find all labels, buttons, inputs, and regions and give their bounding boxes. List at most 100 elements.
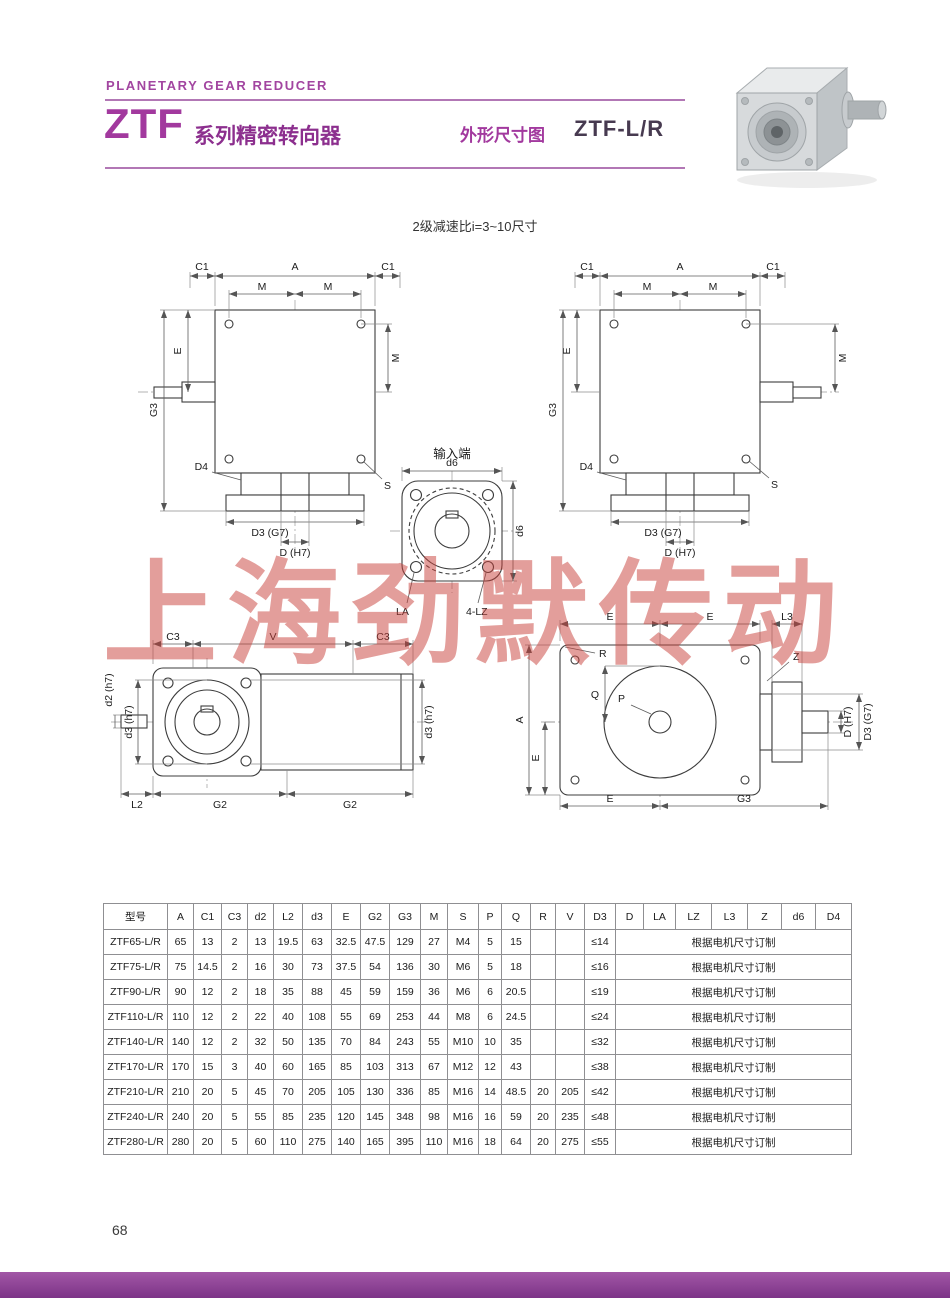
- dim-label-s: S: [771, 479, 778, 491]
- value-cell: 12: [193, 1004, 222, 1030]
- value-cell: 20: [193, 1104, 222, 1130]
- value-cell: M6: [447, 979, 479, 1005]
- dim-label-e: E: [172, 347, 184, 354]
- value-cell: [555, 1054, 585, 1080]
- value-cell: 108: [302, 1004, 332, 1030]
- column-header: C3: [221, 903, 248, 930]
- value-cell: 235: [302, 1104, 332, 1130]
- value-cell: 24.5: [501, 1004, 531, 1030]
- dim-label-e-top-right: E: [706, 611, 713, 623]
- value-cell: 165: [360, 1129, 390, 1155]
- value-cell: 69: [360, 1004, 390, 1030]
- column-header: G3: [389, 903, 421, 930]
- value-cell: 35: [273, 979, 303, 1005]
- dim-label-d4: D4: [580, 461, 594, 473]
- value-cell: 98: [420, 1104, 448, 1130]
- value-cell: 275: [555, 1129, 585, 1155]
- value-cell: 105: [331, 1079, 361, 1105]
- value-cell: 59: [501, 1104, 531, 1130]
- column-header: 型号: [103, 903, 168, 930]
- value-cell: 3: [221, 1054, 248, 1080]
- value-cell: 19.5: [273, 929, 303, 955]
- gearbox-outline: [545, 638, 853, 806]
- value-cell: M8: [447, 1004, 479, 1030]
- dimension-lines: [525, 620, 863, 810]
- value-cell: 170: [167, 1054, 194, 1080]
- value-cell: 27: [420, 929, 448, 955]
- header-divider-bottom: [105, 167, 685, 169]
- value-cell: 2: [221, 979, 248, 1005]
- value-cell: 65: [167, 929, 194, 955]
- column-header: L3: [711, 903, 748, 930]
- value-cell: 48.5: [501, 1079, 531, 1105]
- value-cell: M16: [447, 1104, 479, 1130]
- value-cell: [530, 954, 556, 980]
- value-cell: 70: [273, 1079, 303, 1105]
- value-cell: 64: [501, 1129, 531, 1155]
- value-cell: 336: [389, 1079, 421, 1105]
- motor-custom-note-cell: 根据电机尺寸订制: [615, 979, 852, 1005]
- value-cell: 30: [420, 954, 448, 980]
- value-cell: 136: [389, 954, 421, 980]
- value-cell: 18: [247, 979, 274, 1005]
- dim-label-m-right: M: [709, 281, 718, 293]
- value-cell: M16: [447, 1129, 479, 1155]
- value-cell: 6: [478, 1004, 502, 1030]
- dim-label-c1-right: C1: [381, 261, 395, 273]
- dim-label-p: P: [618, 693, 625, 705]
- value-cell: [555, 929, 585, 955]
- value-cell: 110: [273, 1129, 303, 1155]
- value-cell: 20: [530, 1129, 556, 1155]
- value-cell: 14: [478, 1079, 502, 1105]
- value-cell: 37.5: [331, 954, 361, 980]
- value-cell: 110: [167, 1004, 194, 1030]
- dim-label-c3-right: C3: [376, 631, 390, 643]
- value-cell: 20: [193, 1079, 222, 1105]
- header-divider-top: [105, 99, 685, 101]
- dim-label-s: S: [384, 480, 391, 492]
- value-cell: 73: [302, 954, 332, 980]
- dim-label-c1-left: C1: [195, 261, 209, 273]
- value-cell: 16: [478, 1104, 502, 1130]
- value-cell: 40: [247, 1054, 274, 1080]
- value-cell: 40: [273, 1004, 303, 1030]
- value-cell: 5: [221, 1129, 248, 1155]
- dim-label-g3: G3: [148, 403, 160, 417]
- value-cell: 129: [389, 929, 421, 955]
- value-cell: [530, 929, 556, 955]
- input-side-label: 输入端: [433, 446, 471, 461]
- value-cell: [555, 979, 585, 1005]
- value-cell: 2: [221, 929, 248, 955]
- column-header: E: [331, 903, 361, 930]
- dim-label-q: Q: [591, 689, 599, 701]
- value-cell: 13: [247, 929, 274, 955]
- dim-label-g2-right: G2: [343, 799, 357, 811]
- value-cell: 63: [302, 929, 332, 955]
- column-header: M: [420, 903, 448, 930]
- dim-label-c1-left: C1: [580, 261, 594, 273]
- dim-label-4lz: 4-LZ: [466, 606, 488, 618]
- value-cell: 59: [360, 979, 390, 1005]
- dim-label-c1-right: C1: [766, 261, 780, 273]
- model-cell: ZTF75-L/R: [103, 954, 168, 980]
- value-cell: 45: [247, 1079, 274, 1105]
- value-cell: ≤16: [584, 954, 616, 980]
- ratio-note: 2级减速比i=3~10尺寸: [412, 219, 538, 234]
- value-cell: 47.5: [360, 929, 390, 955]
- value-cell: 22: [247, 1004, 274, 1030]
- dim-label-v: V: [269, 631, 276, 643]
- value-cell: M12: [447, 1054, 479, 1080]
- dim-label-r: R: [599, 648, 607, 660]
- value-cell: [530, 1029, 556, 1055]
- motor-custom-note-cell: 根据电机尺寸订制: [615, 1104, 852, 1130]
- value-cell: 50: [273, 1029, 303, 1055]
- motor-custom-note-cell: 根据电机尺寸订制: [615, 929, 852, 955]
- value-cell: 18: [478, 1129, 502, 1155]
- value-cell: 13: [193, 929, 222, 955]
- value-cell: 5: [478, 929, 502, 955]
